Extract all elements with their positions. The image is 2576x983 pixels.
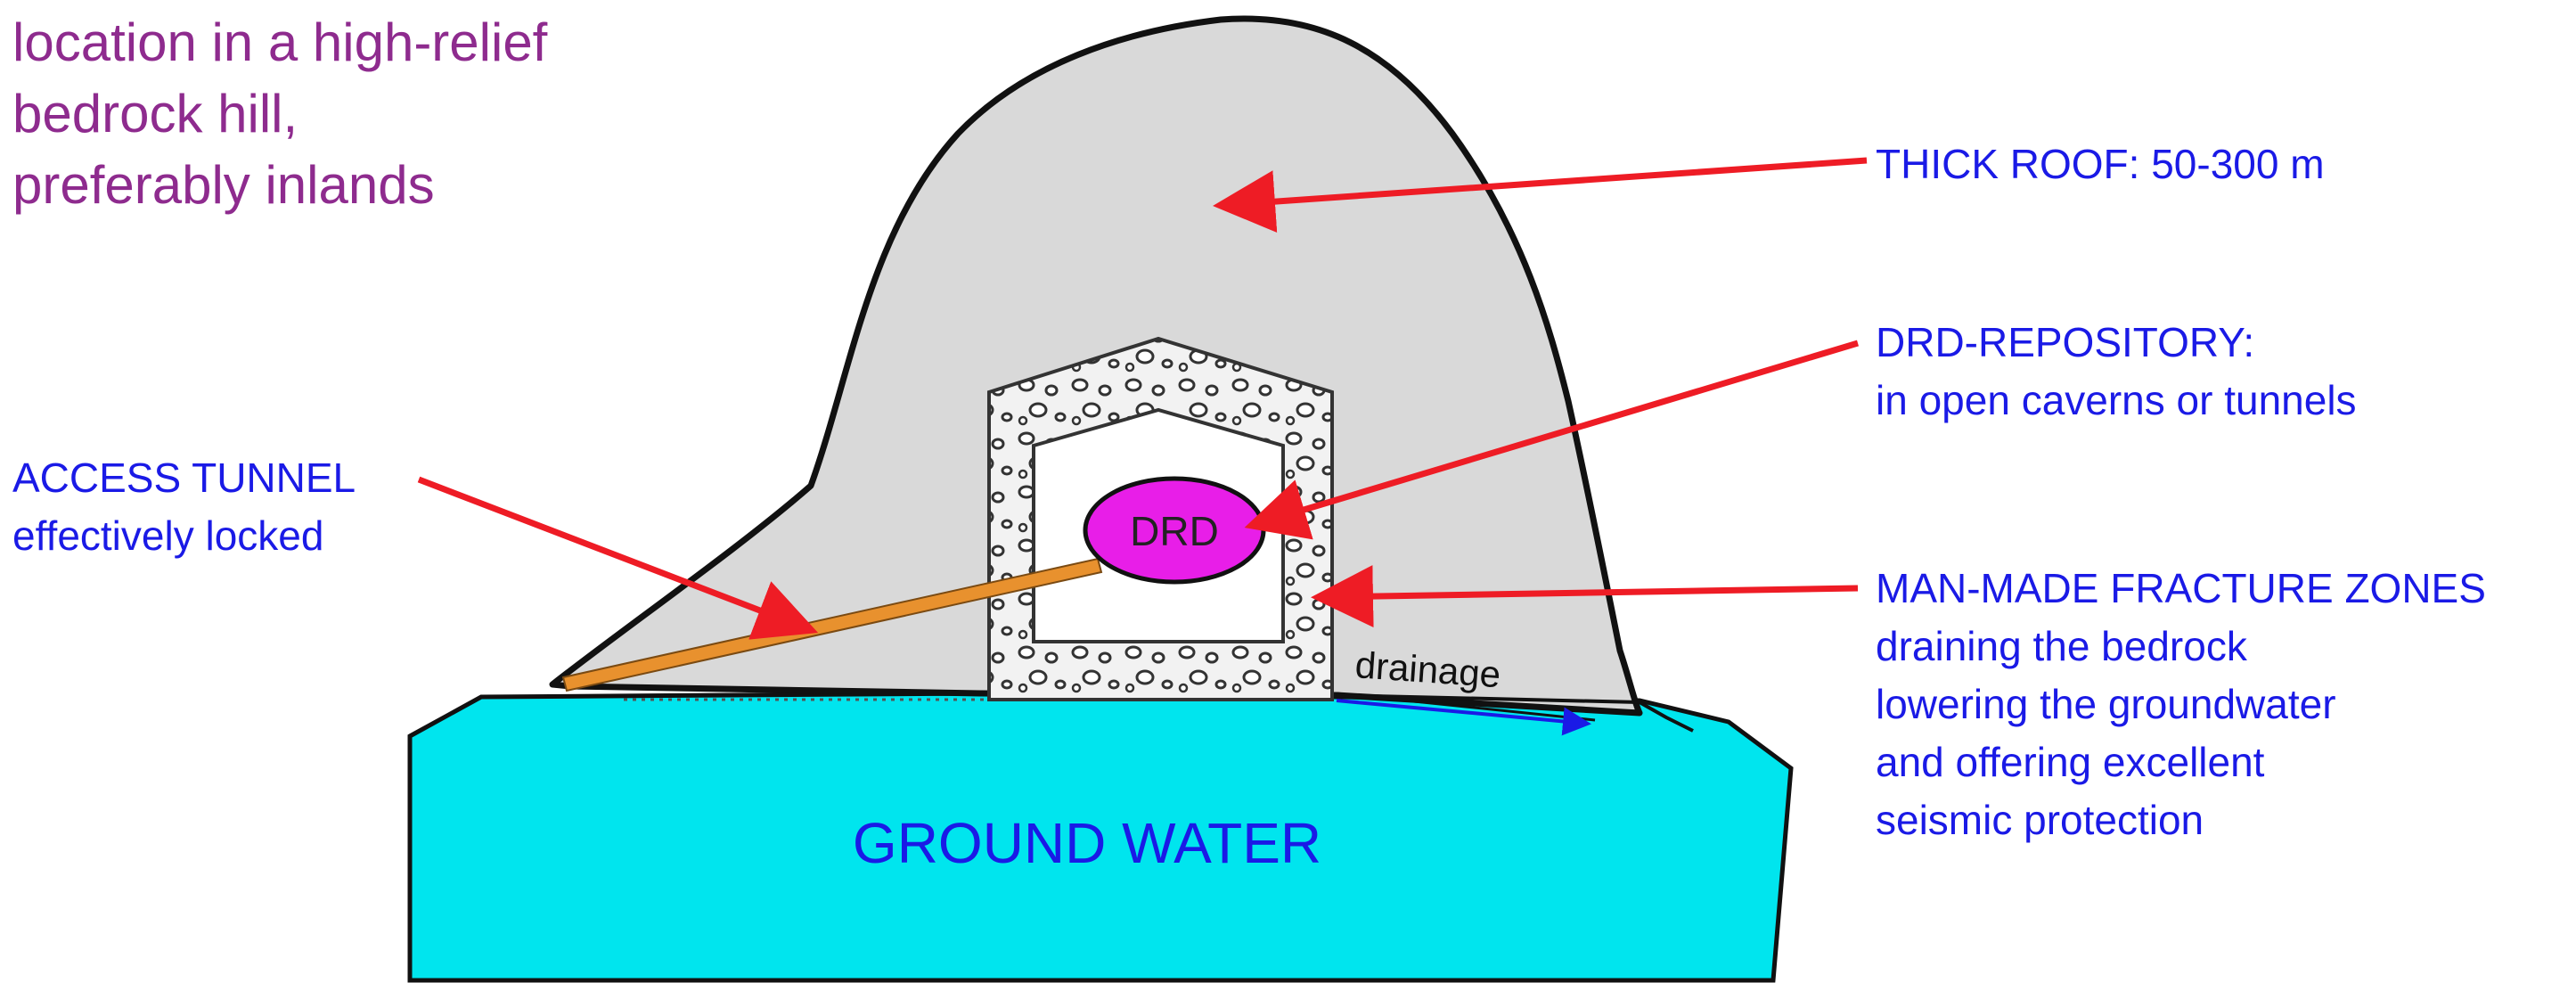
thick-roof-label: THICK ROOF: 50-300 m — [1876, 141, 2325, 187]
arrow-thick-roof — [1213, 157, 1868, 233]
drainage-arrow — [1336, 699, 1591, 736]
fracture-zones-label: MAN-MADE FRACTURE ZONES draining the bed… — [1876, 565, 2498, 843]
drainage-label: drainage — [1353, 643, 1501, 695]
ground-water — [407, 691, 1794, 983]
arrow-repository — [1244, 340, 1860, 540]
access-tunnel — [561, 557, 1103, 692]
drd-label: DRD — [1130, 508, 1219, 554]
location-title: location in a high-relief bedrock hill, … — [12, 12, 562, 215]
arrow-fracture-zones — [1311, 565, 1859, 628]
ground-water-label: GROUND WATER — [853, 811, 1321, 875]
drainage-channel-top — [1336, 692, 1596, 722]
ground-surface-right — [1336, 693, 1694, 733]
arrow-access-tunnel — [417, 476, 819, 640]
repository-label: DRD-REPOSITORY: in open caverns or tunne… — [1876, 319, 2357, 423]
access-tunnel-label: ACCESS TUNNEL effectively locked — [12, 455, 365, 559]
